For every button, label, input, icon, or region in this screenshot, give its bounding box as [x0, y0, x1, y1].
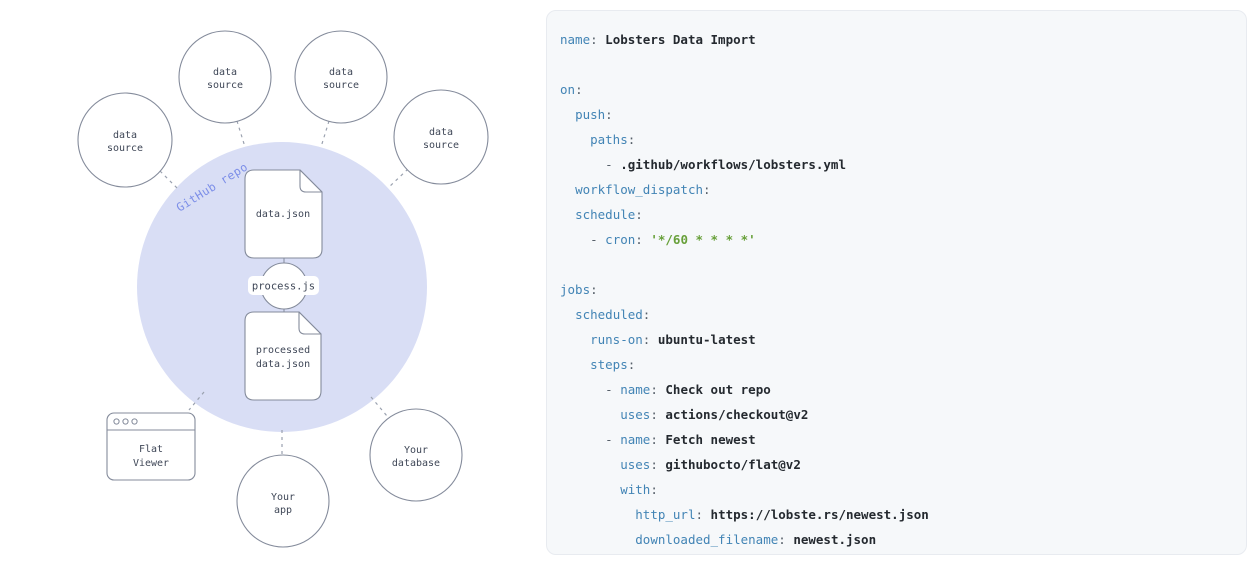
- connector-repo-your-database: [370, 396, 388, 417]
- data-source-node-1: data source: [77, 92, 173, 188]
- flat-viewer-label-line1: Flat: [139, 444, 163, 455]
- code-line: [560, 52, 1228, 77]
- window-dot-icon: [131, 418, 138, 425]
- data-source-label-line1: data: [429, 127, 453, 138]
- data-source-node-3: data source: [294, 30, 388, 124]
- code-line: runs-on: ubuntu-latest: [590, 332, 756, 347]
- code-line: downloaded_filename: newest.json: [635, 532, 877, 547]
- file-icon: [244, 169, 323, 259]
- connector-source2-repo: [236, 120, 246, 148]
- code-block: name: Lobsters Data Import on: push: pat…: [560, 27, 1228, 552]
- code-line: uses: actions/checkout@v2: [620, 407, 809, 422]
- process-js-label: process.js: [252, 281, 315, 293]
- process-js-node: process.js: [248, 262, 319, 310]
- data-source-circle: [77, 92, 173, 188]
- code-line: paths:: [590, 132, 636, 147]
- code-line: - name: Fetch newest: [605, 432, 756, 447]
- connector-source1-repo: [159, 170, 179, 190]
- flat-data-diagram: GitHub repo data source data source data…: [77, 30, 489, 548]
- code-line: - name: Check out repo: [605, 382, 771, 397]
- data-source-label-line2: source: [423, 140, 459, 151]
- code-line: push:: [575, 107, 613, 122]
- code-line: [560, 252, 1228, 277]
- flat-viewer-node: Flat Viewer: [106, 412, 196, 481]
- processed-data-json-label-line1: processed: [256, 345, 310, 356]
- window-dot-icon: [113, 418, 120, 425]
- processed-data-json-file: processed data.json: [244, 311, 322, 401]
- code-line: schedule:: [575, 207, 643, 222]
- file-fold-corner-icon: [298, 311, 322, 335]
- file-fold-corner-icon: [299, 169, 323, 193]
- diagram-connectors: [159, 120, 409, 454]
- processed-data-json-label-line2: data.json: [256, 359, 310, 370]
- data-source-label-line2: source: [107, 143, 143, 154]
- process-js-pill: [248, 276, 319, 295]
- code-line: scheduled:: [575, 307, 651, 322]
- connector-source3-repo: [320, 120, 330, 148]
- your-app-label-line2: app: [274, 505, 292, 516]
- data-source-node-4: data source: [393, 89, 489, 185]
- code-line: steps:: [590, 357, 636, 372]
- code-line: on:: [560, 82, 583, 97]
- workflow-code-panel: name: Lobsters Data Import on: push: pat…: [546, 10, 1247, 555]
- data-source-circle: [393, 89, 489, 185]
- data-json-file: data.json: [244, 169, 323, 259]
- code-line: name: Lobsters Data Import: [560, 32, 756, 47]
- data-source-label-line2: source: [207, 80, 243, 91]
- code-line: http_url: https://lobste.rs/newest.json: [635, 507, 929, 522]
- data-source-circle: [294, 30, 388, 124]
- your-database-circle: [369, 408, 463, 502]
- data-source-circle: [178, 30, 272, 124]
- data-source-label-line1: data: [329, 67, 353, 78]
- your-app-label-line1: Your: [271, 492, 295, 503]
- data-source-label-line1: data: [113, 130, 137, 141]
- data-source-label-line2: source: [323, 80, 359, 91]
- data-json-label: data.json: [256, 209, 310, 220]
- your-database-label-line2: database: [392, 458, 440, 469]
- code-line: with:: [620, 482, 658, 497]
- code-line: jobs:: [560, 282, 598, 297]
- flat-viewer-label-line2: Viewer: [133, 458, 169, 469]
- your-database-node: Your database: [369, 408, 463, 502]
- connector-source4-repo: [387, 168, 409, 189]
- data-source-label-line1: data: [213, 67, 237, 78]
- your-app-circle: [236, 454, 330, 548]
- code-line: uses: githubocto/flat@v2: [620, 457, 801, 472]
- window-dot-icon: [122, 418, 129, 425]
- code-line: - .github/workflows/lobsters.yml: [605, 157, 846, 172]
- your-app-node: Your app: [236, 454, 330, 548]
- code-line: - cron: '*/60 * * * *': [590, 232, 756, 247]
- data-source-node-2: data source: [178, 30, 272, 124]
- your-database-label-line1: Your: [404, 445, 428, 456]
- code-line: workflow_dispatch:: [575, 182, 711, 197]
